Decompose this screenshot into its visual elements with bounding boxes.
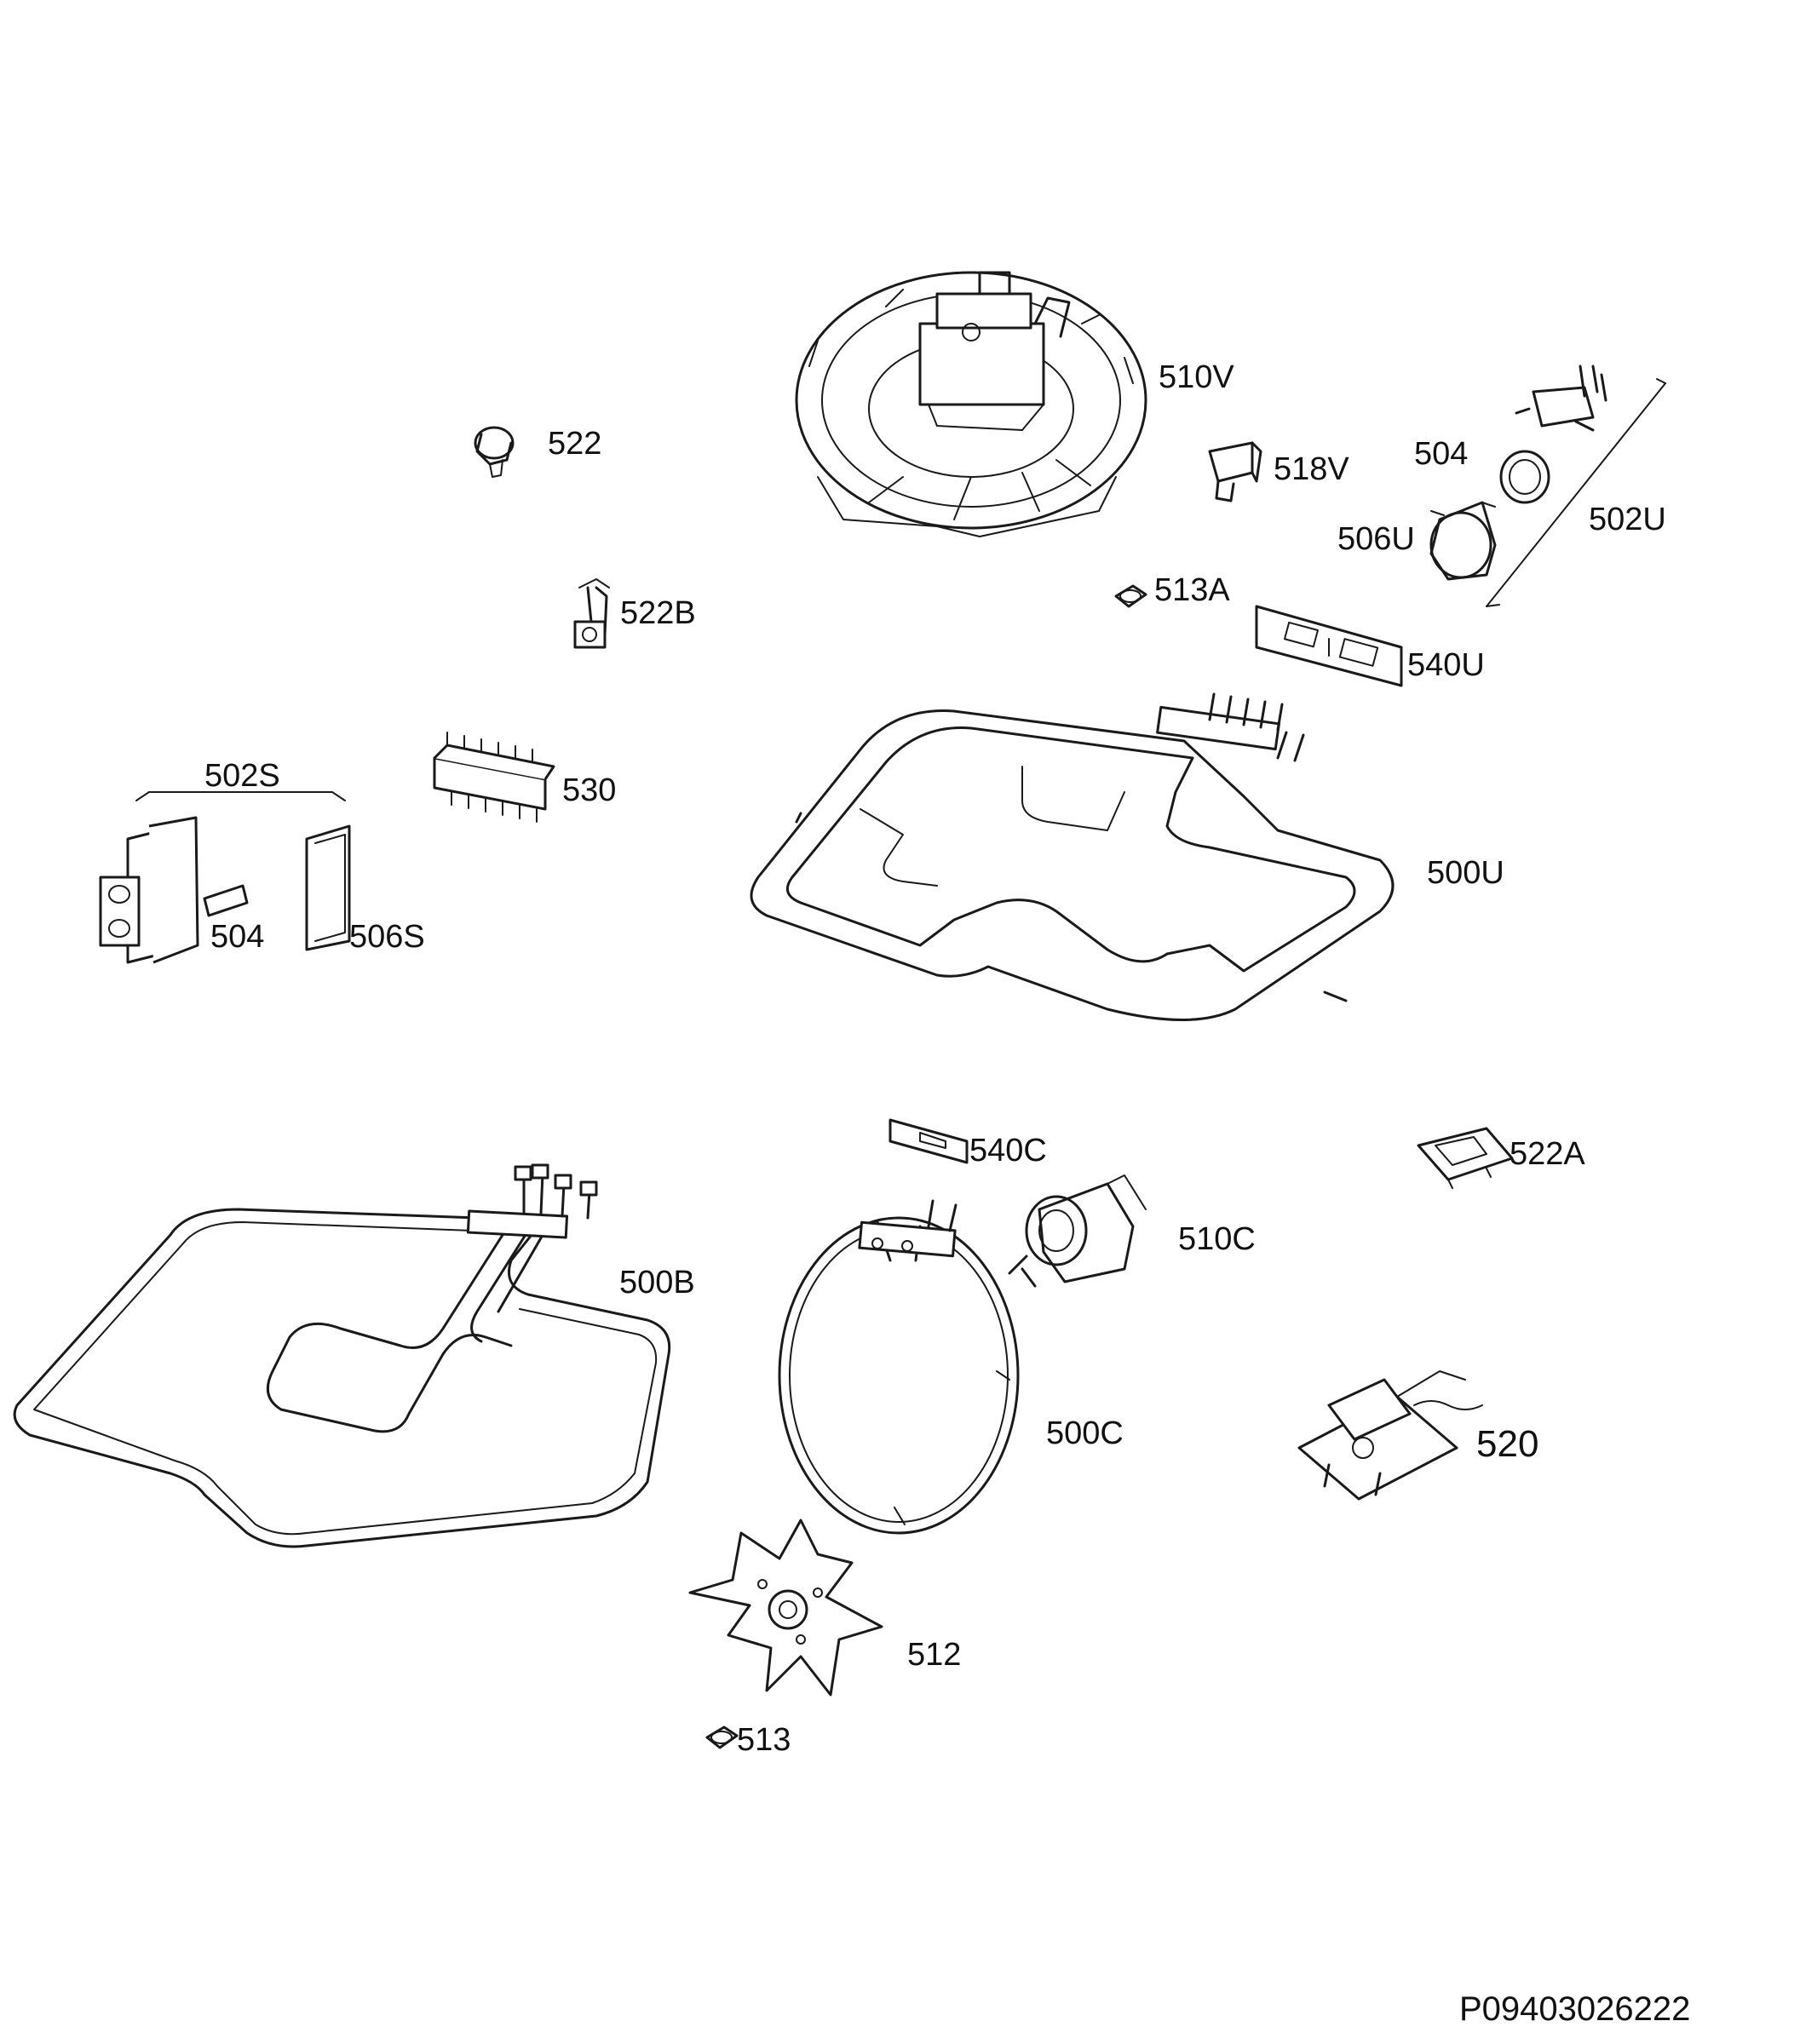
label-518V: 518V xyxy=(1274,451,1349,487)
part-530-terminal-block xyxy=(433,732,555,823)
label-540U: 540U xyxy=(1407,647,1485,683)
part-510C-convection-motor xyxy=(1008,1174,1147,1288)
label-510C: 510C xyxy=(1178,1221,1256,1257)
label-513A: 513A xyxy=(1154,572,1230,608)
part-513-spacer xyxy=(705,1725,739,1749)
part-540U-gasket xyxy=(1255,605,1403,687)
part-540C-gasket xyxy=(888,1118,969,1164)
label-530: 530 xyxy=(562,772,616,808)
label-500C: 500C xyxy=(1046,1415,1124,1451)
label-510V: 510V xyxy=(1159,359,1234,395)
part-502U-lamp-assembly xyxy=(1429,365,1666,607)
document-number: P09403026222 xyxy=(1459,1990,1690,2028)
part-518V-bracket xyxy=(1208,441,1262,502)
part-522B-thermostat xyxy=(573,578,610,649)
label-504-side-bulb: 504 xyxy=(210,919,264,955)
label-500B: 500B xyxy=(619,1265,695,1300)
label-513: 513 xyxy=(737,1722,791,1758)
part-520-door-lock xyxy=(1297,1370,1483,1501)
label-504-lamp-bulb: 504 xyxy=(1414,436,1468,472)
label-502U: 502U xyxy=(1589,502,1666,537)
part-500B-bottom-element xyxy=(13,1163,671,1548)
label-512: 512 xyxy=(907,1637,961,1673)
label-506S: 506S xyxy=(349,919,425,955)
part-522-clip xyxy=(474,426,515,478)
label-522: 522 xyxy=(548,426,601,462)
part-513A-spacer xyxy=(1114,584,1147,608)
part-512-fan-blade xyxy=(688,1519,883,1697)
part-502S-side-lamp xyxy=(99,791,351,964)
part-510V-cooling-fan xyxy=(795,271,1147,537)
label-540C: 540C xyxy=(969,1133,1047,1168)
part-500C-circular-element xyxy=(778,1199,1020,1535)
part-522A-thermostat-plate xyxy=(1417,1127,1514,1189)
label-500U: 500U xyxy=(1427,855,1504,891)
part-500U-grill-element xyxy=(750,692,1395,1021)
label-520: 520 xyxy=(1476,1423,1538,1465)
label-522A: 522A xyxy=(1510,1136,1585,1172)
label-502S: 502S xyxy=(204,758,280,794)
label-506U: 506U xyxy=(1337,521,1415,557)
label-522B: 522B xyxy=(620,595,696,631)
